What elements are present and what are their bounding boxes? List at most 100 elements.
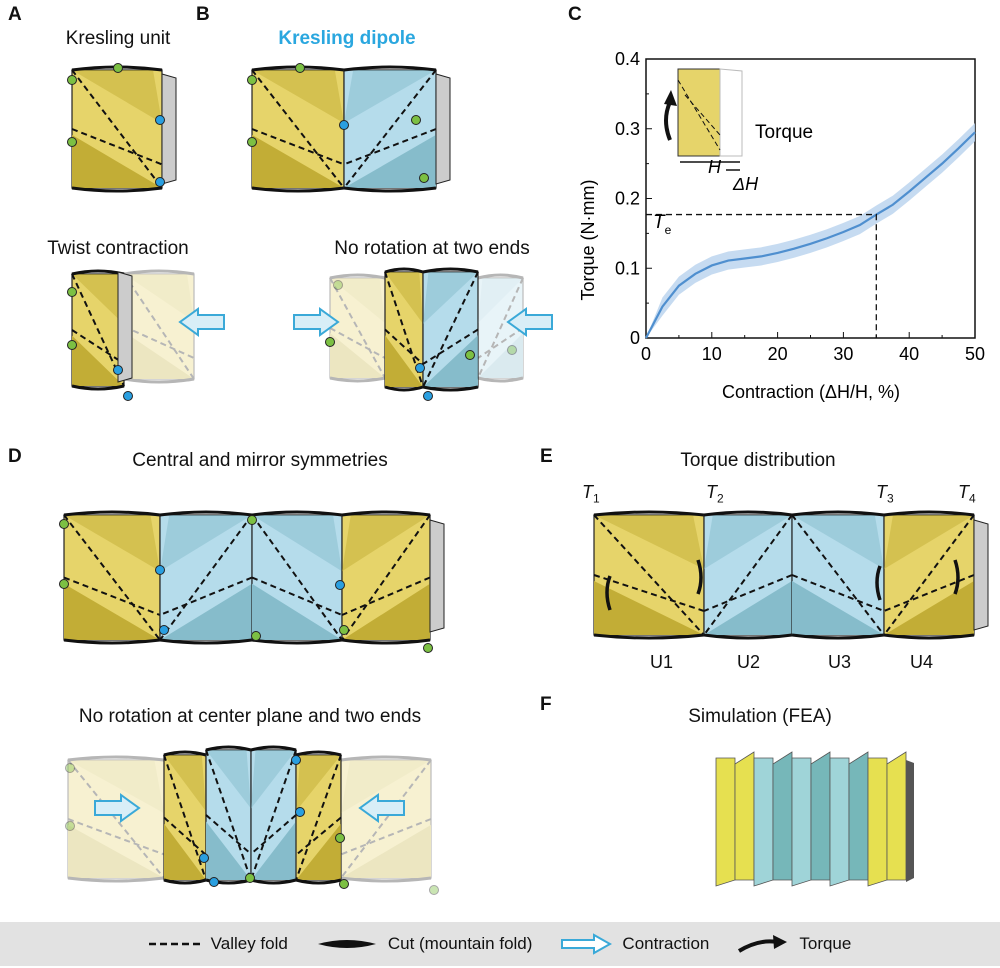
unit-shaded-face [385, 272, 423, 324]
panel-label-d: D [8, 446, 22, 467]
green-vertex-node [67, 340, 77, 350]
cut-mountain-fold [63, 638, 161, 645]
unit-shaded-face [423, 335, 478, 387]
dashed-line-icon [148, 942, 201, 946]
unit-shaded-face [164, 823, 206, 880]
unit-shaded-face [342, 583, 430, 640]
valley-fold [340, 818, 432, 856]
valley-fold [71, 329, 125, 365]
cut-mountain-fold [341, 638, 431, 645]
cut-mountain-fold [159, 638, 253, 645]
cut-mountain-fold [163, 878, 207, 885]
x-tick-label: 20 [768, 344, 788, 364]
cut-mountain-fold [384, 267, 424, 274]
valley-fold [71, 69, 163, 189]
torque-curve [645, 131, 976, 339]
cut-mountain-fold [251, 638, 343, 645]
cut-mountain-fold [340, 876, 432, 883]
blue-vertex-node [113, 365, 123, 375]
unit-shaded-face [341, 824, 431, 878]
inset-torque-arrow-icon [664, 101, 672, 141]
unit-shaded-face [206, 750, 251, 809]
green-vertex-node [333, 280, 343, 290]
unit-shaded-face [252, 134, 344, 188]
valley-fold [67, 759, 165, 879]
unit-shaded-face [68, 760, 164, 814]
kresling-unit [340, 755, 432, 883]
cut-mountain-fold [67, 755, 165, 762]
fea-panel [734, 751, 755, 881]
legend-label: Contraction [622, 934, 710, 953]
valley-fold [67, 818, 165, 856]
valley-fold [477, 327, 524, 359]
unit-shaded-face [72, 274, 124, 325]
cut-mountain-fold [63, 510, 161, 517]
kresling-unit [341, 510, 431, 645]
blue-vertex-node [155, 565, 165, 575]
panel-a-subtitle: Twist contraction [47, 238, 189, 259]
unit-shaded-face [478, 278, 523, 323]
cut-mountain-fold [883, 510, 975, 517]
green-vertex-node [113, 63, 123, 73]
panel-b-title: Kresling dipole [278, 28, 416, 49]
kresling-unit [593, 510, 705, 640]
valley-fold [384, 328, 424, 365]
panel-d-title: Central and mirror symmetries [132, 450, 388, 471]
kresling-unit [163, 750, 207, 885]
cut-mountain-fold [329, 273, 386, 280]
blue-vertex-node [415, 363, 425, 373]
green-vertex-node [59, 579, 69, 589]
unit-face [340, 759, 432, 879]
contraction-arrow-icon [94, 793, 141, 823]
unit-end-cap [161, 73, 177, 185]
valley-fold [251, 128, 345, 166]
blue-vertex-node [423, 391, 433, 401]
green-vertex-node [245, 873, 255, 883]
torque-arrow-icon [875, 565, 882, 601]
green-vertex-node [339, 625, 349, 635]
unit-shaded-face [251, 750, 296, 809]
kresling-unit [71, 65, 163, 193]
blue-vertex-node [339, 120, 349, 130]
unit-shaded-face [160, 583, 252, 640]
green-vertex-node [65, 821, 75, 831]
blue-vertex-node [291, 755, 301, 765]
inset-unit-icon [677, 68, 721, 157]
valley-fold [159, 576, 253, 616]
green-vertex-node [67, 75, 77, 85]
fea-panel [791, 757, 812, 887]
unit-shaded-face [792, 515, 884, 569]
contraction-arrow-icon [506, 307, 553, 337]
green-vertex-node [423, 643, 433, 653]
blue-vertex-node [123, 391, 133, 401]
cut-mountain-fold [791, 510, 885, 517]
hollow-arrow-icon [561, 933, 613, 955]
unit-face [477, 277, 524, 379]
fea-panel [867, 757, 888, 887]
legend: Valley fold Cut (mountain fold) Contract… [0, 922, 1000, 966]
fea-panel [772, 751, 793, 881]
valley-fold [343, 69, 437, 189]
cut-mountain-fold [123, 377, 195, 384]
blue-vertex-node [335, 580, 345, 590]
valley-fold [791, 514, 885, 636]
green-vertex-node [67, 137, 77, 147]
kresling-unit [477, 273, 524, 383]
x-tick-label: 10 [702, 344, 722, 364]
green-vertex-node [247, 515, 257, 525]
cut-mountain-fold [791, 633, 885, 640]
valley-fold [251, 514, 343, 641]
valley-fold [123, 273, 195, 380]
kresling-unit [703, 510, 793, 640]
unit-shaded-face [68, 824, 164, 878]
unit-label-u1: U1 [650, 652, 674, 672]
cut-mountain-fold [295, 750, 342, 757]
unit-shaded-face [423, 272, 478, 324]
panel-label-b: B [196, 4, 210, 25]
unit-shaded-face [72, 134, 162, 188]
cut-mountain-fold [295, 878, 342, 885]
kresling-unit [251, 510, 343, 645]
kresling-unit [205, 745, 252, 885]
arrowhead [664, 90, 677, 106]
